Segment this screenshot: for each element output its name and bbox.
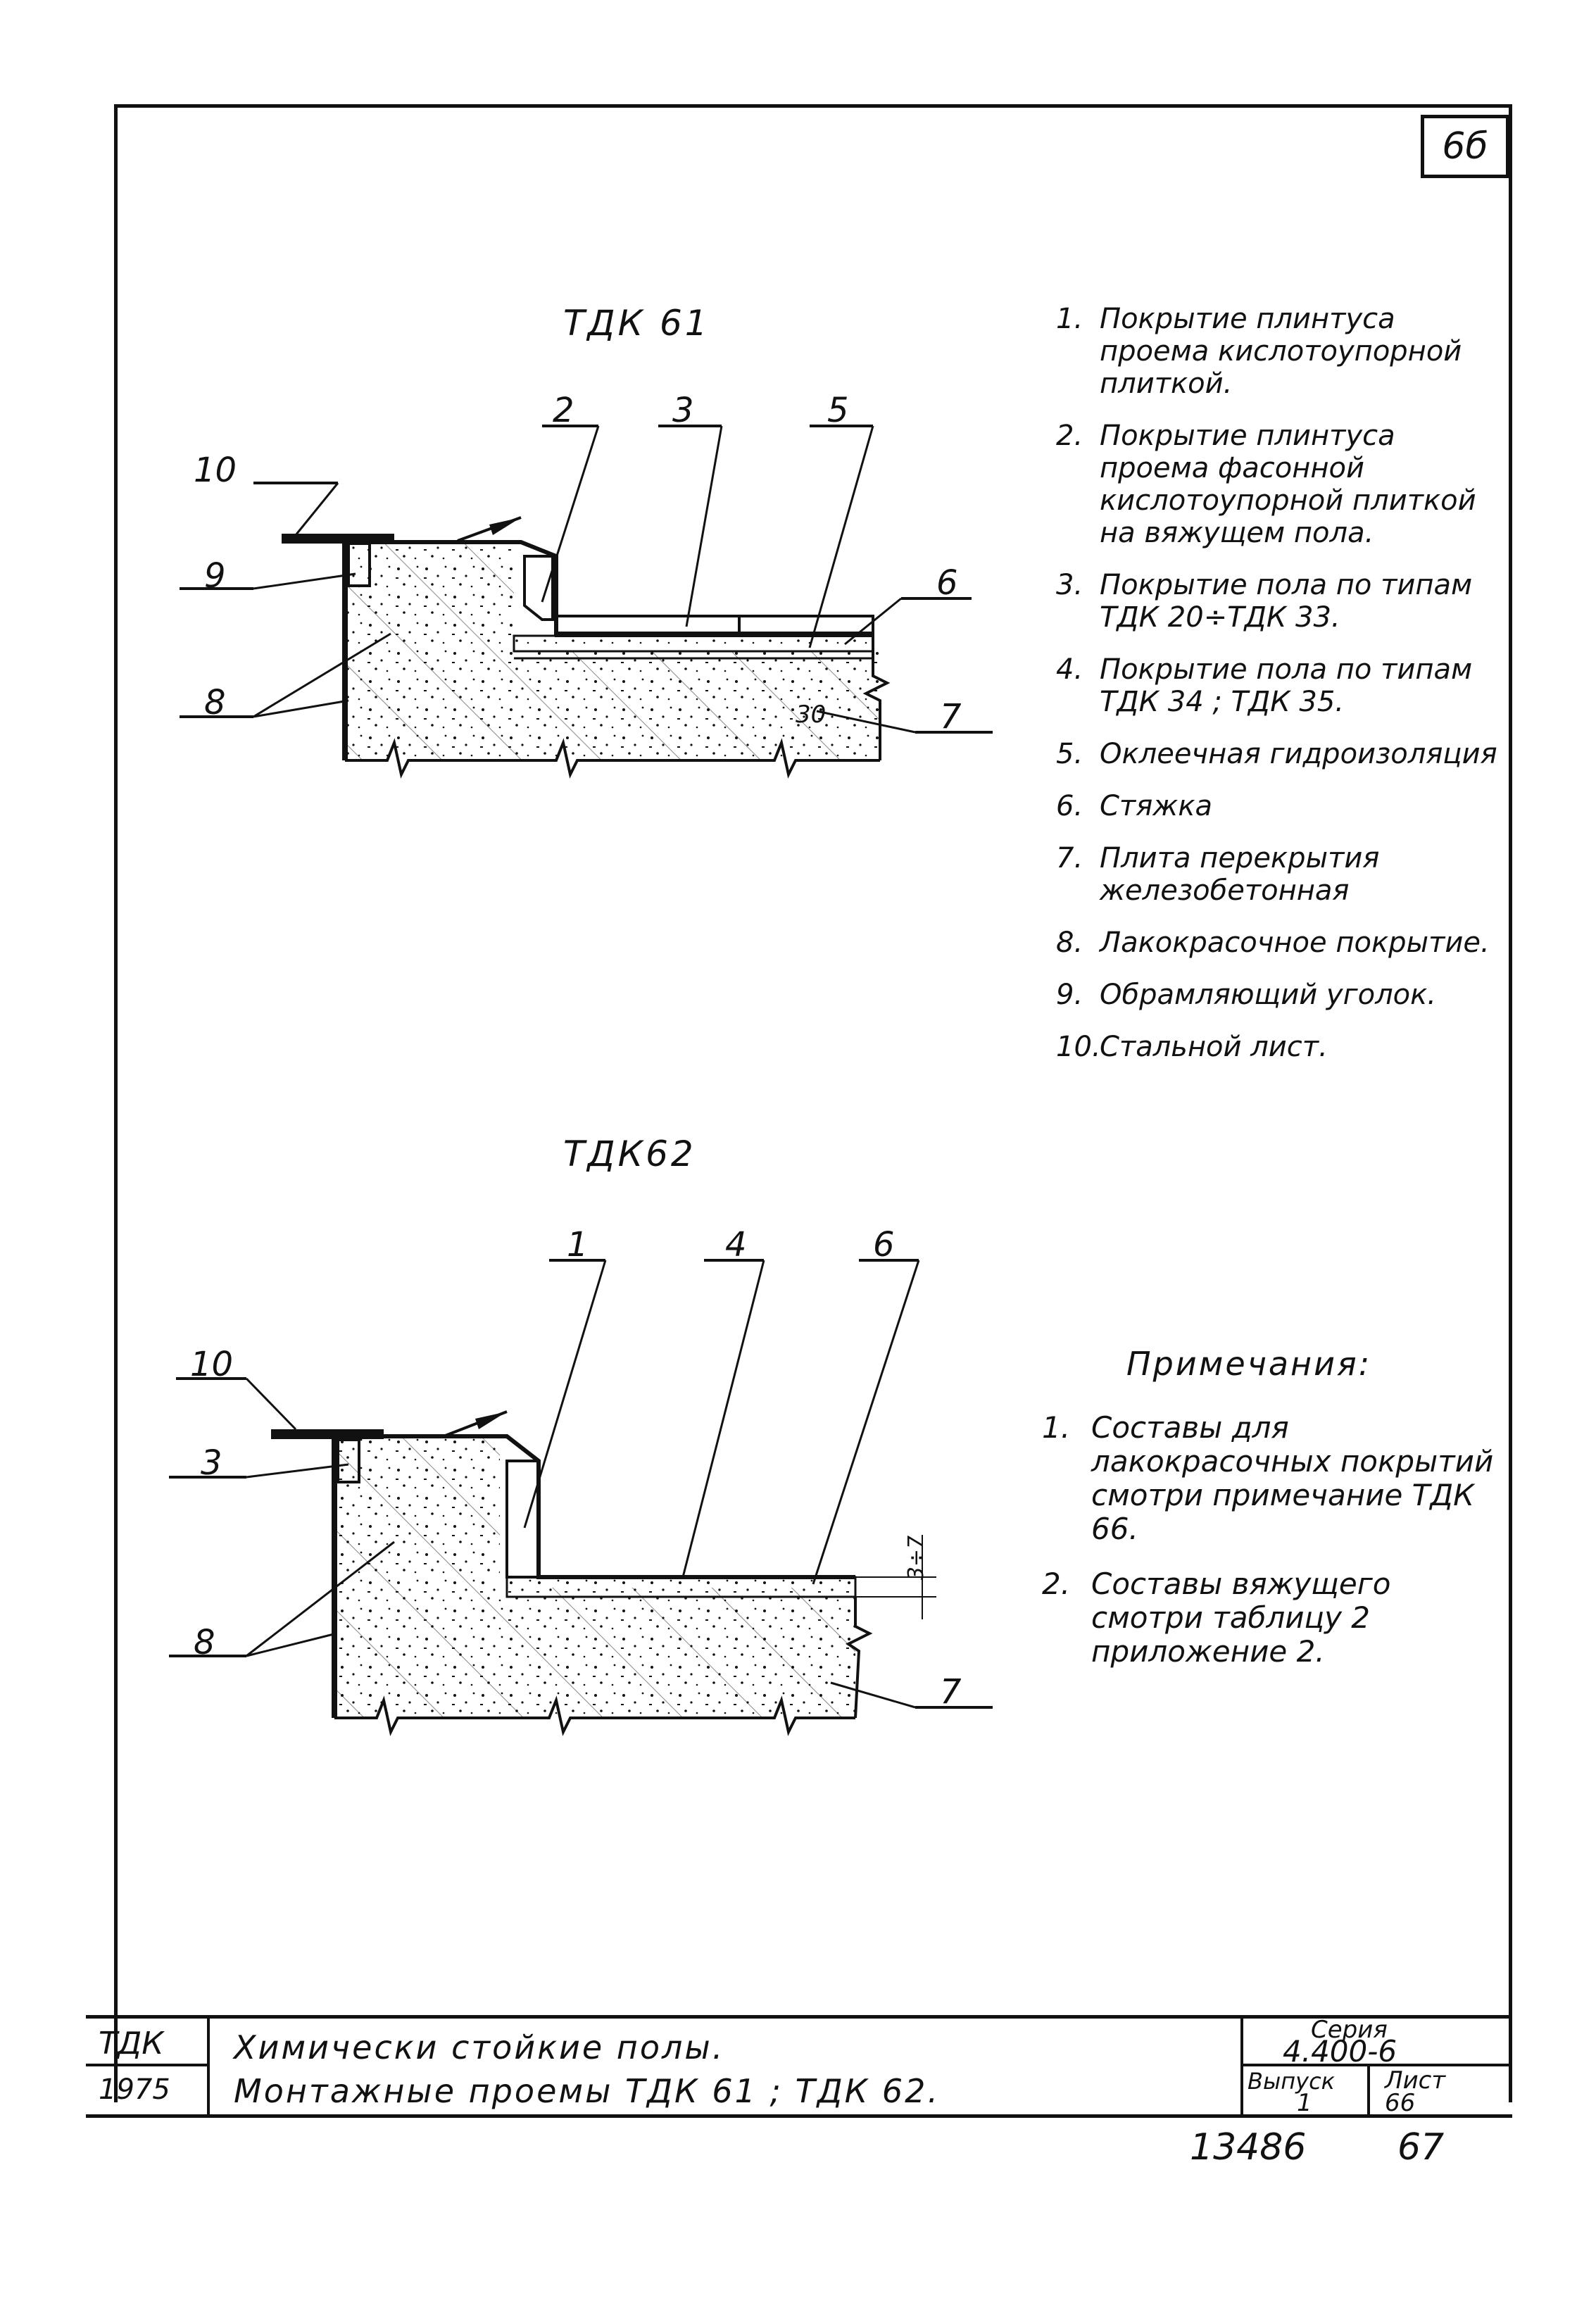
legend-item: 10.Стальной лист. (1056, 1031, 1328, 1063)
legend-item: 3.Покрытие пола по типам ТДК 20÷ТДК 33. (1056, 569, 1473, 634)
title-block-year: 1975 (99, 2073, 170, 2106)
sheet-number: 6б (1421, 115, 1509, 178)
drawing-frame (114, 104, 1512, 2102)
steel-sheet-top (282, 534, 394, 544)
steel-angle-top (347, 542, 371, 587)
title-block-code: ТДК (99, 2026, 164, 2062)
sheet-value: 66 (1385, 2089, 1416, 2117)
callout-6-top: 6 (936, 563, 958, 603)
callout-8-bottom: 8 (194, 1623, 215, 1662)
screed-top (513, 634, 874, 653)
steel-sheet-bottom (271, 1429, 384, 1439)
legend-item: 9.Обрамляющий уголок. (1056, 979, 1436, 1011)
callout-4-bottom: 4 (725, 1225, 747, 1265)
callout-9-top: 9 (204, 556, 226, 596)
callout-5-top: 5 (827, 391, 849, 430)
callout-7-bottom: 7 (940, 1672, 962, 1712)
callout-10-top: 10 (194, 451, 237, 490)
callout-2-top: 2 (553, 391, 574, 430)
title-block-title-line1: Химически стойкие полы. (234, 2028, 725, 2066)
archive-number: 13486 (1190, 2126, 1307, 2169)
issue-label: Выпуск (1248, 2068, 1335, 2095)
legend-list: 1.Покрытие плинтуса проема кислотоупорно… (1056, 303, 1507, 1083)
issue-value: 1 (1297, 2089, 1312, 2117)
title-block: ТДК 1975 Химически стойкие полы. Монтажн… (86, 2015, 1512, 2118)
notes-section: Примечания: 1.Составы для лакокрасочных … (1042, 1345, 1507, 1690)
callout-3-bottom: 3 (201, 1443, 222, 1483)
plinth-tile-bottom (505, 1460, 540, 1579)
legend-item: 5.Оклеечная гидроизоляция (1056, 738, 1497, 770)
series-label: Серия (1311, 2016, 1388, 2044)
callout-1-bottom: 1 (567, 1225, 589, 1265)
callout-6-bottom: 6 (873, 1225, 895, 1265)
diagram-tdk61 (180, 425, 993, 779)
angle-label: 30 (796, 701, 827, 729)
legend-item: 1.Покрытие плинтуса проема кислотоупорно… (1056, 303, 1462, 400)
legend-item: 6.Стяжка (1056, 790, 1212, 822)
sheet-label: Лист (1385, 2066, 1446, 2095)
page-number: 67 (1397, 2126, 1445, 2169)
title-block-title-line2: Монтажные проемы ТДК 61 ; ТДК 62. (234, 2072, 941, 2110)
legend-item: 8.Лакокрасочное покрытие. (1056, 927, 1490, 959)
notes-heading: Примечания: (1126, 1345, 1372, 1383)
callout-8-top: 8 (204, 683, 226, 722)
legend-item: 2.Покрытие плинтуса проема фасонной кисл… (1056, 420, 1476, 549)
callout-10-bottom: 10 (190, 1345, 234, 1384)
screed-bottom (505, 1576, 857, 1598)
legend-item: 7.Плита перекрытия железобетонная (1056, 842, 1380, 907)
diagram-tdk62 (169, 1259, 993, 1736)
dimension-label: 3÷7 (904, 1535, 929, 1581)
series-value: 4.400-6 (1283, 2034, 1397, 2069)
note-item: 2.Составы вяжущего смотри таблицу 2 прил… (1042, 1567, 1391, 1669)
diagram-title-bottom: ТДК62 (563, 1134, 696, 1174)
plinth-tile-top (523, 555, 554, 621)
callout-7-top: 7 (940, 697, 962, 736)
legend-item: 4.Покрытие пола по типам ТДК 34 ; ТДК 35… (1056, 653, 1473, 718)
callout-3-top: 3 (672, 391, 694, 430)
steel-angle-bottom (337, 1438, 360, 1483)
diagram-title-top: ТДК 61 (563, 303, 710, 344)
note-item: 1.Составы для лакокрасочных покрытий смо… (1042, 1410, 1494, 1546)
